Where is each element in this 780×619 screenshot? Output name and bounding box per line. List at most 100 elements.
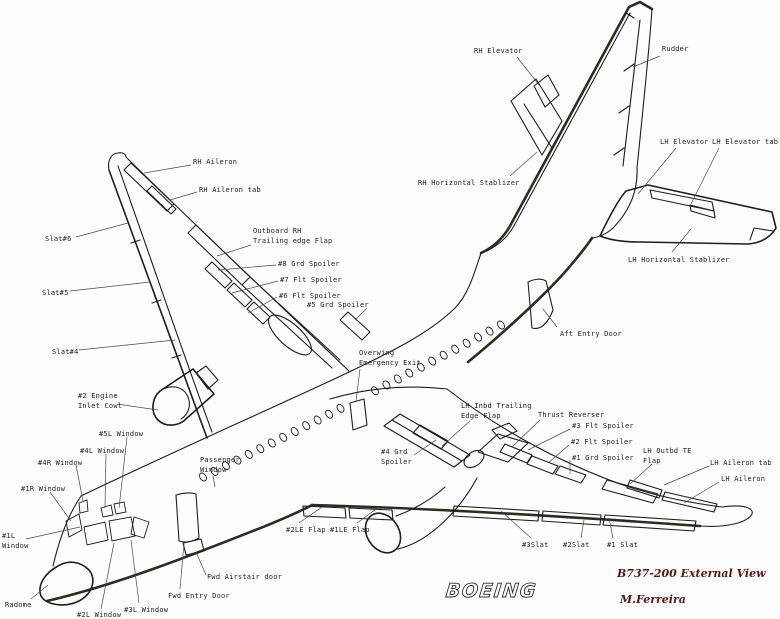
rh-grd-spoiler-8-panel bbox=[204, 261, 233, 289]
label-grd-spoiler-8: #8 Grd Spoiler bbox=[278, 260, 340, 268]
lh-wing-root-fairing bbox=[329, 386, 448, 400]
passenger-window-oval bbox=[474, 332, 483, 342]
rh-grd-spoiler-5-panel bbox=[339, 311, 371, 341]
drawing-author: M.Ferreira bbox=[620, 593, 686, 606]
passenger-window-oval bbox=[325, 409, 334, 419]
lh-wing-tip bbox=[699, 505, 753, 527]
label-slat-2: #2Slat bbox=[563, 541, 590, 549]
lh-wing-trailing-edge bbox=[446, 388, 723, 508]
rh-horizontal-stabilizer-shape bbox=[510, 74, 563, 156]
leader-window-1l bbox=[25, 526, 81, 540]
le-flap-1-panel bbox=[348, 507, 394, 521]
label-window-3l: #3L Window bbox=[124, 606, 169, 614]
fuselage-belly-line-aft bbox=[466, 236, 594, 364]
leader-rh-aileron-tab bbox=[169, 191, 198, 201]
rh-flt-spoiler-7-panel bbox=[226, 282, 253, 308]
window-5l-shape bbox=[113, 501, 127, 515]
overwing-exit-shape bbox=[349, 398, 368, 431]
engine-1-exhaust bbox=[463, 449, 485, 469]
label-slat-6: Slat#6 bbox=[45, 235, 72, 243]
rh-stab-hinge bbox=[523, 103, 553, 149]
lh-wing bbox=[302, 386, 753, 532]
passenger-window-oval bbox=[290, 427, 299, 436]
fin-leading-edge-inner bbox=[486, 12, 631, 252]
leader-window-3l bbox=[130, 539, 140, 604]
rh-flap-fairing bbox=[268, 314, 312, 356]
label-rh-aileron-tab: RH Aileron tab bbox=[199, 186, 261, 194]
window-1l-shape bbox=[83, 521, 109, 546]
label-lh-aileron: LH Aileron bbox=[721, 475, 766, 483]
leader-window-4l bbox=[104, 453, 107, 509]
passenger-window-oval bbox=[210, 466, 219, 476]
passenger-window-oval bbox=[405, 368, 414, 378]
passenger-window-oval bbox=[302, 421, 311, 431]
leader-window-4r bbox=[75, 464, 84, 502]
leader-fwd-entry-door bbox=[179, 542, 185, 590]
label-grd-spoiler-4: #4 Grd Spoiler bbox=[381, 448, 412, 466]
leader-flt-spoiler-7 bbox=[231, 280, 279, 294]
lh-outbd-flap-panel bbox=[601, 479, 659, 504]
leader-slat-6 bbox=[75, 222, 129, 238]
lh-elevator-tab-panel bbox=[689, 204, 716, 219]
engine-2-nacelle bbox=[152, 365, 219, 426]
label-outboard-rh-trailing-edge-flap: Outboard RH Trailing edge Flap bbox=[253, 227, 333, 245]
passenger-window-oval bbox=[279, 432, 288, 442]
label-rh-horizontal-stablizer: RH Horizontal Stablizer bbox=[418, 179, 520, 187]
cockpit-windows bbox=[65, 499, 150, 546]
leader-lh-horizontal-stablizer bbox=[671, 228, 692, 253]
leader-fwd-airstair-door bbox=[195, 551, 207, 576]
leader-lh-aileron-tab bbox=[663, 465, 710, 486]
leader-radome bbox=[30, 584, 49, 600]
rudder-hinge-line bbox=[622, 19, 641, 167]
label-window-5l: #5L Window bbox=[99, 430, 144, 438]
leader-le-flap-1 bbox=[356, 506, 380, 524]
leader-window-2l bbox=[100, 542, 115, 610]
leader-lh-aileron bbox=[683, 481, 720, 504]
leader-lh-outbd-te-flap bbox=[629, 463, 653, 485]
leader-slat-5 bbox=[69, 281, 151, 292]
engine-1-cowl-bottom bbox=[397, 477, 478, 550]
leader-engine-2-inlet-cowl bbox=[116, 403, 159, 411]
window-3l-shape bbox=[130, 516, 150, 539]
label-lh-elevator-tab: LH Elevator tab bbox=[712, 138, 779, 146]
passenger-window-oval bbox=[336, 403, 345, 413]
leader-flt-spoiler-2 bbox=[547, 444, 570, 464]
leader-grd-spoiler-5 bbox=[354, 307, 368, 321]
leader-slat-1 bbox=[608, 517, 614, 539]
leader-window-1r bbox=[49, 491, 72, 522]
aft-entry-door-shape bbox=[527, 278, 554, 330]
leader-flt-spoiler-3 bbox=[527, 428, 571, 451]
rh-aileron-tab-panel bbox=[146, 185, 177, 215]
leader-lh-elevator-tab bbox=[690, 147, 720, 205]
leader-grd-spoiler-8 bbox=[217, 264, 277, 271]
rh-wing-slat-line bbox=[117, 165, 213, 433]
fwd-entry-door-shape bbox=[175, 492, 200, 543]
fuselage-belly-line-fwd bbox=[45, 503, 314, 603]
label-slat-3: #3Slat bbox=[522, 541, 549, 549]
le-flap-2-panel bbox=[302, 505, 347, 519]
leader-rh-elevator bbox=[516, 56, 544, 91]
label-flt-spoiler-3: #3 Flt Spoiler bbox=[572, 422, 634, 430]
fuselage bbox=[39, 236, 594, 606]
passenger-window-oval bbox=[244, 449, 253, 459]
label-fwd-airstair-door: Fwd Airstair door bbox=[207, 573, 283, 581]
leader-aft-entry-door bbox=[542, 308, 558, 328]
leader-le-flap-2 bbox=[298, 506, 323, 524]
leader-outboard-rh-trailing-edge-flap bbox=[216, 244, 252, 257]
fin-leading-edge bbox=[479, 0, 654, 255]
label-lh-aileron-tab: LH Aileron tab bbox=[710, 459, 772, 467]
slat-2-panel bbox=[541, 510, 602, 526]
passenger-window-oval bbox=[233, 455, 242, 465]
label-slat-5: Slat#5 bbox=[42, 289, 69, 297]
rh-wing-leading-edge bbox=[108, 169, 208, 439]
fuselage-top-line bbox=[80, 252, 482, 497]
rh-wing bbox=[108, 152, 371, 439]
rh-flt-spoiler-6-panel bbox=[246, 301, 271, 325]
leader-grd-spoiler-4 bbox=[413, 439, 437, 456]
rh-stab-outline bbox=[510, 78, 563, 156]
engine-1-nacelle bbox=[364, 422, 529, 554]
tail-cone bbox=[591, 167, 638, 239]
leader-lines bbox=[25, 55, 720, 610]
passenger-window-oval bbox=[462, 338, 471, 348]
